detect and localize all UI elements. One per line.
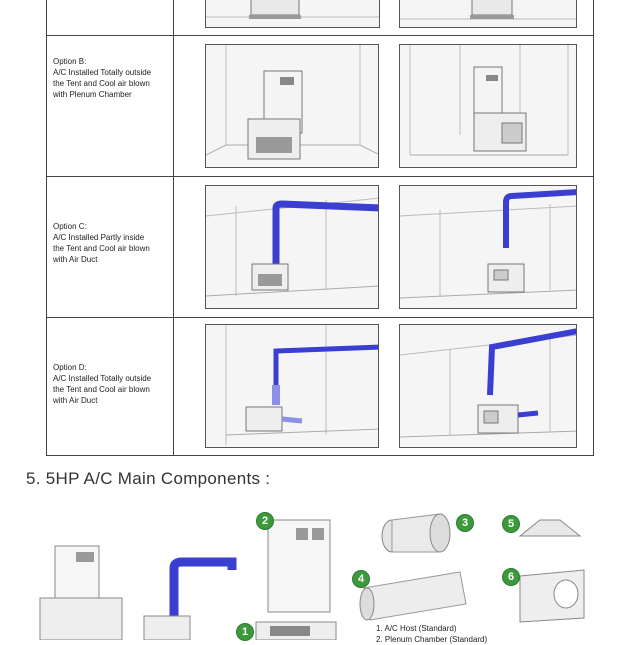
installation-options-table: Option B: A/C Installed Totally outside … xyxy=(46,0,594,456)
option-c-label: Option C: A/C Installed Partly inside th… xyxy=(53,222,150,264)
components-legend: 1. A/C Host (Standard) 2. Plenum Chamber… xyxy=(376,623,487,645)
option-row-a xyxy=(47,0,593,36)
option-d-image-right xyxy=(399,324,577,448)
option-d-label: Option D: A/C Installed Totally outside … xyxy=(53,363,152,405)
component-badge-2: 2 xyxy=(256,512,274,530)
component-badge-5: 5 xyxy=(502,515,520,533)
option-b-image-right xyxy=(399,44,577,168)
component-badge-3: 3 xyxy=(456,514,474,532)
option-b-image-left xyxy=(205,44,379,168)
option-c-image-left xyxy=(205,185,379,309)
section-heading: 5. 5HP A/C Main Components : xyxy=(26,469,271,488)
option-row-c: Option C: A/C Installed Partly inside th… xyxy=(47,177,593,318)
component-badge-4: 4 xyxy=(352,570,370,588)
components-illustration xyxy=(0,500,640,641)
component-badge-6: 6 xyxy=(502,568,520,586)
component-badge-1: 1 xyxy=(236,623,254,641)
option-c-image-right xyxy=(399,185,577,309)
option-a-image-left xyxy=(205,0,380,28)
column-divider xyxy=(173,0,174,456)
option-a-image-right xyxy=(399,0,577,28)
option-row-d: Option D: A/C Installed Totally outside … xyxy=(47,318,593,456)
option-d-image-left xyxy=(205,324,379,448)
option-b-label: Option B: A/C Installed Totally outside … xyxy=(53,57,152,99)
option-row-b: Option B: A/C Installed Totally outside … xyxy=(47,36,593,177)
legend-item-1: 1. A/C Host (Standard) xyxy=(376,624,457,633)
